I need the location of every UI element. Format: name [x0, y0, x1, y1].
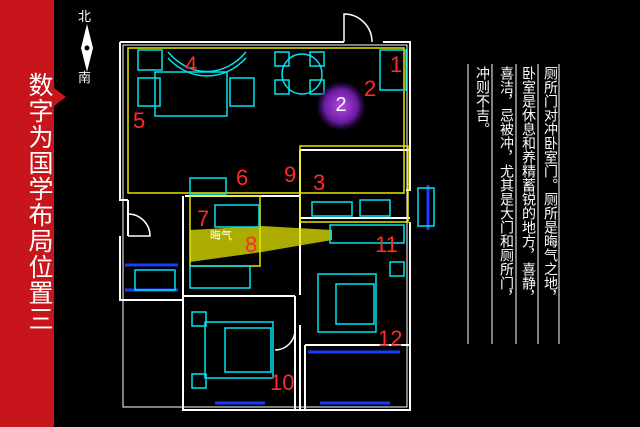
huiqi-beam	[190, 226, 332, 262]
position-number: 7	[197, 206, 210, 231]
door-arcs	[127, 13, 373, 351]
note-column: 冲则不吉。	[474, 66, 490, 136]
position-number: 12	[378, 326, 403, 351]
note-column: 卧室是休息和养精蓄锐的地方，喜静，	[520, 66, 536, 304]
position-number: 1	[390, 52, 403, 77]
banner-arrow	[54, 88, 66, 106]
position-number: 5	[133, 108, 146, 133]
compass-south: 南	[78, 71, 92, 86]
note-column: 厕所门对冲卧室门。厕所是晦气之地，	[542, 66, 558, 304]
huiqi-label: 晦气	[210, 229, 232, 242]
position-number: 8	[245, 232, 258, 257]
bagua-marker	[317, 82, 365, 130]
position-number: 2	[364, 76, 377, 101]
position-number: 9	[284, 162, 297, 187]
position-number: 10	[270, 370, 295, 395]
position-number: 3	[313, 170, 326, 195]
bagua-marker-label: 2	[335, 94, 347, 116]
title-banner: 数字为国学布局位置三	[0, 0, 54, 427]
note-column: 喜洁，忌被冲，尤其是大门和厕所门，	[498, 66, 514, 304]
position-number: 4	[185, 52, 198, 77]
position-number: 11	[375, 232, 398, 257]
banner-title: 数字为国学布局位置三	[25, 72, 54, 332]
position-number: 6	[236, 165, 249, 190]
compass-north: 北	[78, 10, 92, 25]
furniture	[134, 49, 435, 389]
notes-frame	[467, 64, 560, 344]
